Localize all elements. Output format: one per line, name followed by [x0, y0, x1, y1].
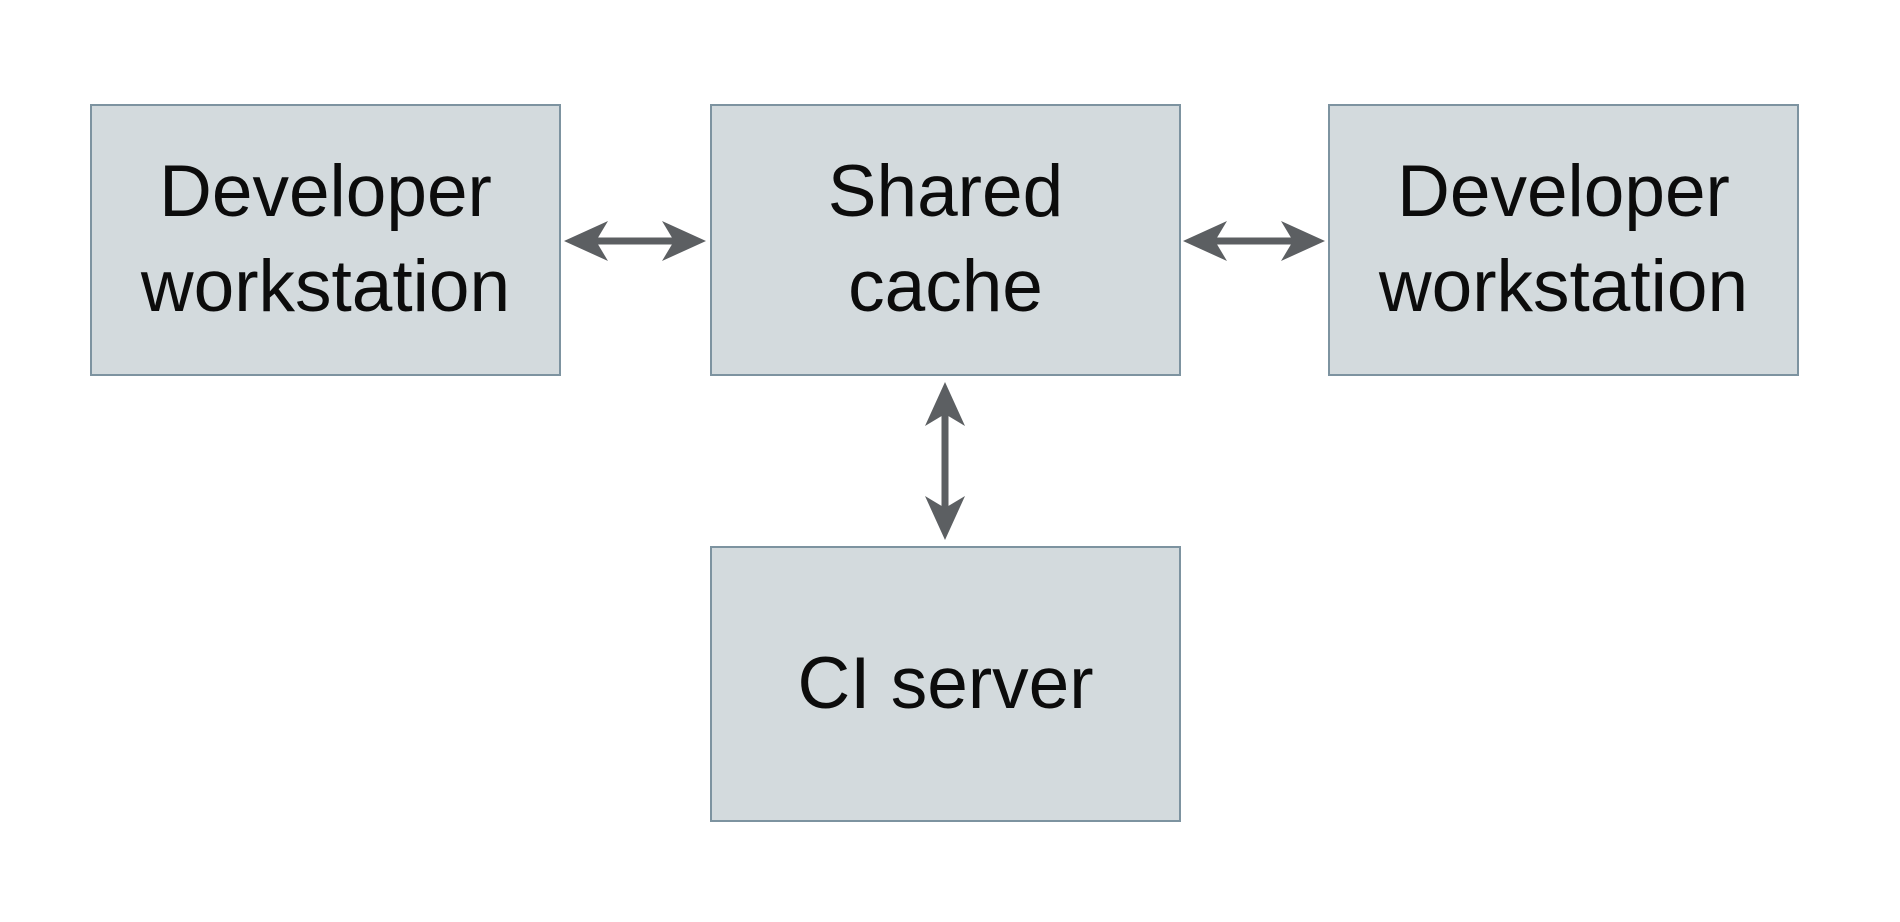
bidirectional-arrow-cache-right-workstation	[1183, 221, 1325, 261]
node-ci-server: CI server	[710, 546, 1181, 822]
node-developer-workstation-left: Developer workstation	[90, 104, 561, 376]
node-label: CI server	[797, 642, 1094, 724]
node-developer-workstation-right: Developer workstation	[1328, 104, 1799, 376]
node-shared-cache: Shared cache	[710, 104, 1181, 376]
node-label: Shared cache	[827, 151, 1064, 327]
bidirectional-arrow-left-workstation-cache	[564, 221, 706, 261]
node-label: Developer workstation	[140, 151, 511, 327]
bidirectional-arrow-cache-ci-server	[925, 382, 965, 540]
node-label: Developer workstation	[1378, 151, 1749, 327]
